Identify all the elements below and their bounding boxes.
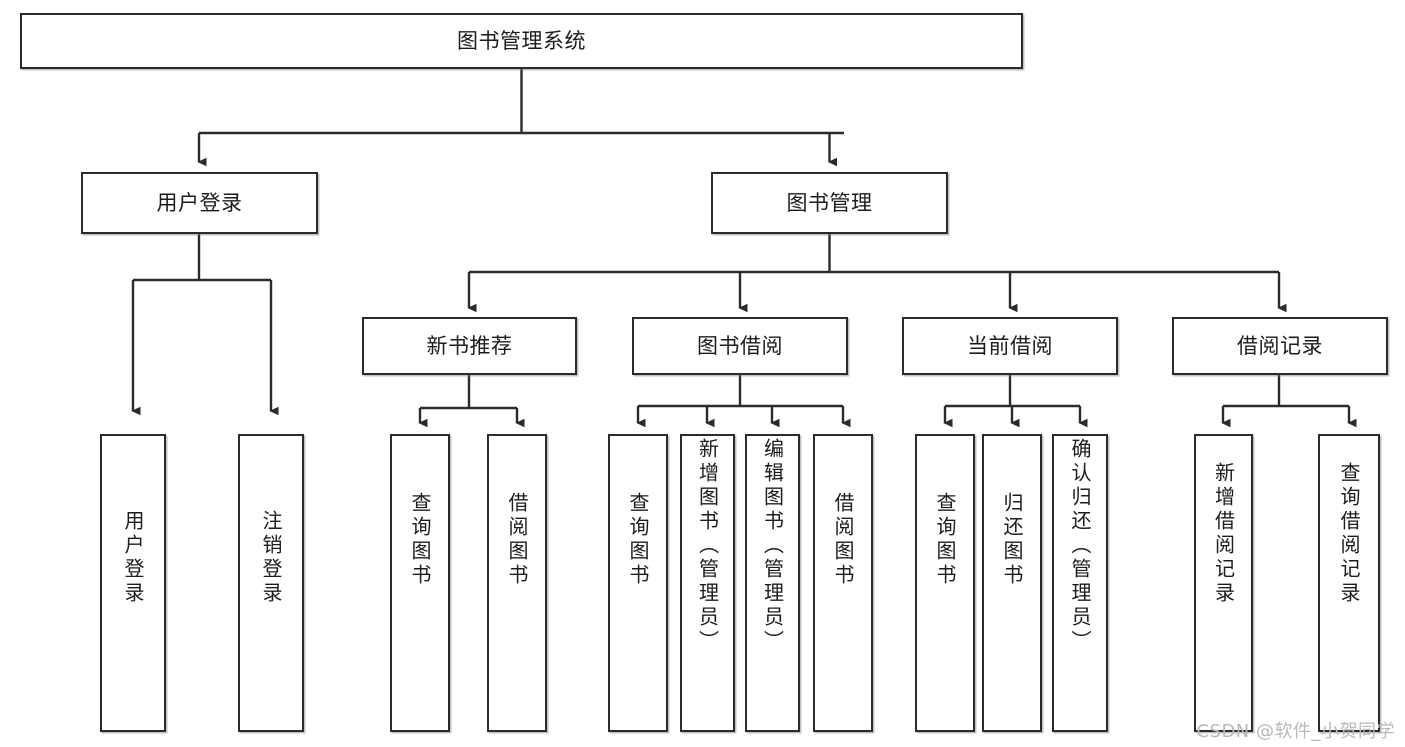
node-leaf-query-record[interactable]: 查询借阅记录 [1318,434,1380,732]
node-leaf-query-book-2[interactable]: 查询图书 [608,434,668,732]
node-leaf-add-book[interactable]: 新增图书（管理员） [680,434,735,732]
node-leaf-borrow-book-1[interactable]: 借阅图书 [487,434,547,732]
node-leaf-borrow-book-2[interactable]: 借阅图书 [813,434,873,732]
node-root[interactable]: 图书管理系统 [20,13,1023,69]
node-leaf-edit-book-label: 编辑图书（管理员） [760,438,785,654]
node-new-book-recommend[interactable]: 新书推荐 [362,317,577,375]
node-leaf-return-book-label: 归还图书 [1000,492,1024,588]
node-current-borrow[interactable]: 当前借阅 [902,317,1118,375]
node-leaf-edit-book[interactable]: 编辑图书（管理员） [745,434,800,732]
node-leaf-query-book-3[interactable]: 查询图书 [915,434,975,732]
node-leaf-user-login[interactable]: 用户登录 [100,434,166,732]
node-new-book-recommend-label: 新书推荐 [426,333,513,358]
node-leaf-query-book-2-label: 查询图书 [626,492,650,588]
node-book-borrow-label: 图书借阅 [697,333,783,358]
node-leaf-user-login-label: 用户登录 [121,510,145,606]
node-leaf-borrow-book-1-label: 借阅图书 [505,492,529,588]
node-leaf-query-book-3-label: 查询图书 [933,492,957,588]
node-leaf-user-logout-label: 注销登录 [259,510,283,606]
node-current-borrow-label: 当前借阅 [967,333,1053,358]
node-leaf-add-book-label: 新增图书（管理员） [695,438,720,654]
csdn-watermark: CSDN @软件_小贺同学 [1196,721,1395,742]
node-leaf-query-record-label: 查询借阅记录 [1337,462,1361,606]
node-leaf-query-book-1[interactable]: 查询图书 [390,434,450,732]
node-book-manage[interactable]: 图书管理 [711,172,948,234]
node-leaf-add-record[interactable]: 新增借阅记录 [1194,434,1253,732]
node-book-borrow[interactable]: 图书借阅 [632,317,848,375]
node-borrow-record[interactable]: 借阅记录 [1172,317,1388,375]
node-leaf-confirm-return[interactable]: 确认归还（管理员） [1052,434,1108,732]
node-leaf-query-book-1-label: 查询图书 [408,492,432,588]
node-leaf-add-record-label: 新增借阅记录 [1211,462,1236,606]
node-leaf-user-logout[interactable]: 注销登录 [238,434,304,732]
node-leaf-confirm-return-label: 确认归还（管理员） [1068,438,1092,654]
node-root-label: 图书管理系统 [457,28,586,53]
node-user-login[interactable]: 用户登录 [81,172,318,234]
node-borrow-record-label: 借阅记录 [1237,333,1323,358]
node-book-manage-label: 图书管理 [786,190,873,215]
node-leaf-return-book[interactable]: 归还图书 [982,434,1042,732]
node-leaf-borrow-book-2-label: 借阅图书 [831,492,855,588]
node-user-login-label: 用户登录 [156,190,243,215]
